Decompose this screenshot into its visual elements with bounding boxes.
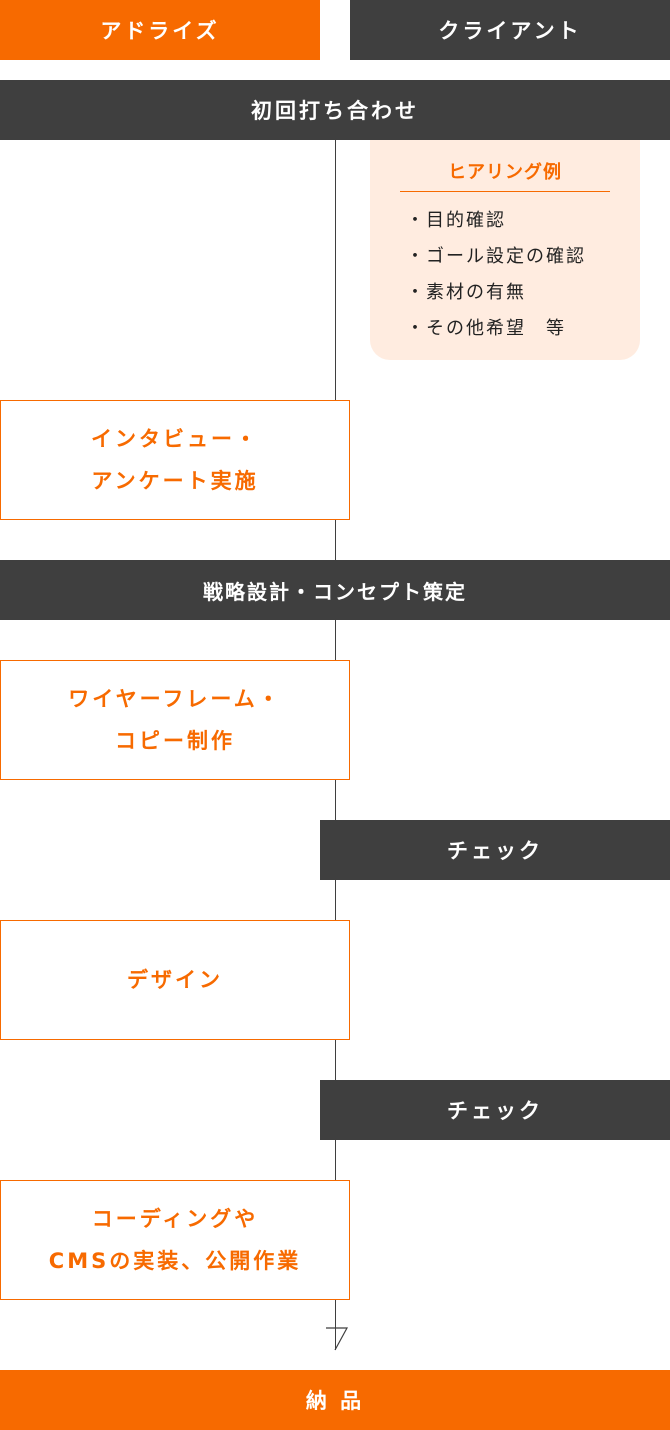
- step-wireframe: ワイヤーフレーム・ コピー制作: [0, 660, 350, 780]
- step-strategy: 戦略設計・コンセプト策定: [0, 560, 670, 620]
- list-item: ・その他希望 等: [406, 318, 566, 339]
- step-delivery: 納 品: [0, 1370, 670, 1430]
- step-design: デザイン: [0, 920, 350, 1040]
- arrow-head-icon: [326, 1327, 349, 1351]
- step-interview: インタビュー・ アンケート実施: [0, 400, 350, 520]
- step-label: コーディングや: [91, 1207, 259, 1231]
- step-label: CMSの実装、公開作業: [48, 1249, 302, 1273]
- step-coding: コーディングや CMSの実装、公開作業: [0, 1180, 350, 1300]
- step-label: インタビュー・: [91, 427, 259, 451]
- step-label: ワイヤーフレーム・: [68, 687, 282, 711]
- step-check-2: チェック: [320, 1080, 670, 1140]
- column-header-client: クライアント: [350, 0, 670, 60]
- hearing-list: ・目的確認 ・ゴール設定の確認 ・素材の有無 ・その他希望 等: [406, 208, 586, 352]
- list-item: ・素材の有無: [406, 282, 526, 303]
- list-item: ・目的確認: [406, 210, 506, 231]
- step-label: デザイン: [127, 968, 223, 992]
- hearing-title: ヒアリング例: [400, 158, 610, 192]
- step-label: コピー制作: [115, 729, 235, 753]
- step-initial-meeting: 初回打ち合わせ: [0, 80, 670, 140]
- step-check-1: チェック: [320, 820, 670, 880]
- list-item: ・ゴール設定の確認: [406, 246, 586, 267]
- step-label: アンケート実施: [91, 469, 259, 493]
- column-header-adrise: アドライズ: [0, 0, 320, 60]
- hearing-examples-note: ヒアリング例 ・目的確認 ・ゴール設定の確認 ・素材の有無 ・その他希望 等: [370, 140, 640, 360]
